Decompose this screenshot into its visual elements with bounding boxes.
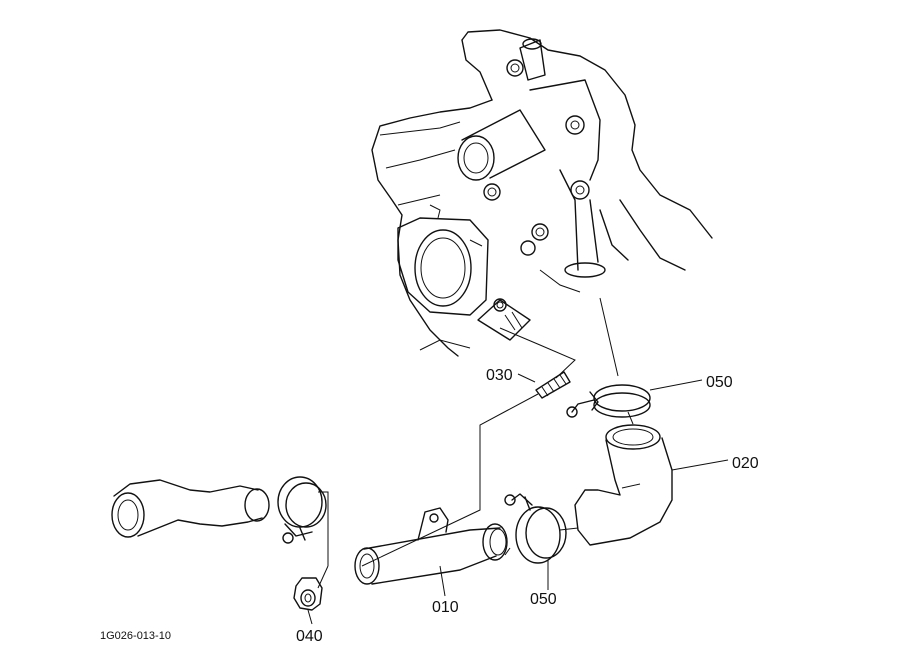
water-hose-elbow-020 (574, 424, 673, 546)
callout-030: 030 (486, 367, 513, 384)
hose-clamp-050-lower (504, 493, 567, 564)
water-pipe-010 (354, 507, 508, 585)
figure-code: 1G026-013-10 (100, 630, 171, 642)
callout-040: 040 (296, 628, 323, 645)
callout-050-lower: 050 (530, 591, 557, 608)
stud-030 (535, 371, 571, 399)
engine-water-pump-assembly (371, 29, 713, 357)
radiator-hose-left (111, 479, 270, 538)
callout-010: 010 (432, 599, 459, 616)
assembly-lines (317, 297, 634, 589)
callout-leaders (307, 373, 729, 625)
hose-clamp-050-upper (566, 384, 651, 418)
callout-020: 020 (732, 455, 759, 472)
hose-clamp-left (277, 476, 327, 544)
callout-050-upper: 050 (706, 374, 733, 391)
nut-040 (293, 577, 323, 611)
